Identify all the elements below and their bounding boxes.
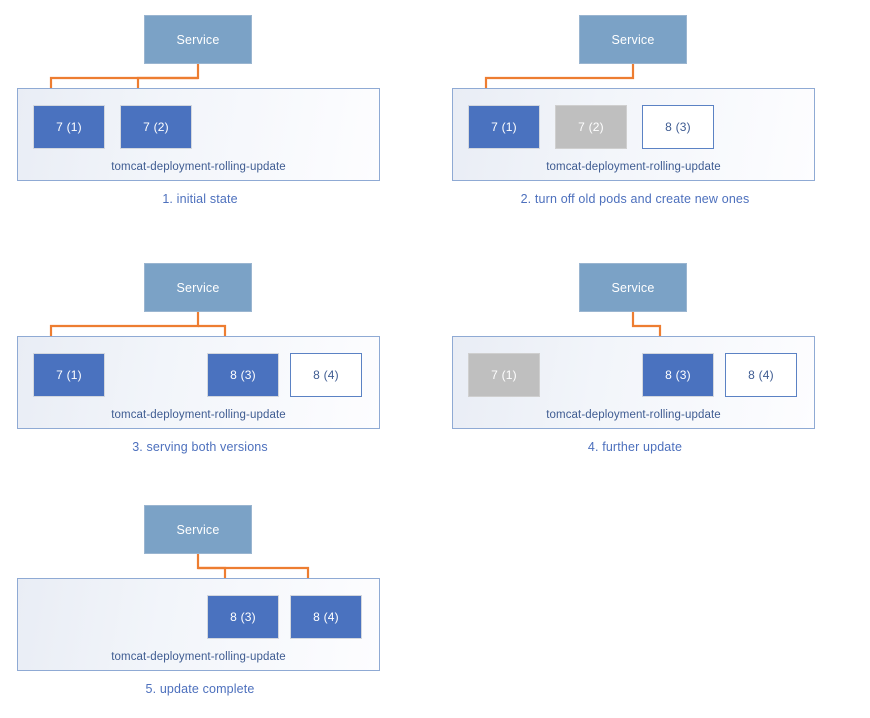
pod-label: 8 (4) [748, 368, 774, 382]
pod-label: 8 (3) [665, 368, 691, 382]
panel-caption: 4. further update [587, 440, 683, 454]
panel-turn-off-old-pods: Service 7 (1) 7 (2) 8 (3) tomcat-deploym… [435, 0, 835, 220]
pod-box[interactable]: 8 (4) [290, 595, 362, 639]
pod-label: 7 (2) [578, 120, 604, 134]
deployment-container[interactable]: 7 (1) 7 (2) 8 (3) tomcat-deployment-roll… [452, 88, 815, 181]
deployment-name-label: tomcat-deployment-rolling-update [111, 161, 286, 173]
deployment-name-label: tomcat-deployment-rolling-update [111, 409, 286, 421]
pod-box[interactable]: 8 (3) [207, 353, 279, 397]
pod-box[interactable]: 7 (1) [468, 105, 540, 149]
service-label: Service [176, 32, 220, 47]
service-label: Service [176, 280, 220, 295]
service-box[interactable]: Service [144, 15, 252, 64]
service-box[interactable]: Service [579, 263, 687, 312]
deployment-container[interactable]: 7 (1) 7 (2) tomcat-deployment-rolling-up… [17, 88, 380, 181]
panel-initial-state: Service 7 (1) 7 (2) tomcat-deployment-ro… [0, 0, 400, 220]
pod-box[interactable]: 8 (4) [290, 353, 362, 397]
pod-box[interactable]: 7 (1) [33, 353, 105, 397]
deployment-name-label: tomcat-deployment-rolling-update [111, 651, 286, 663]
pod-box[interactable]: 8 (3) [207, 595, 279, 639]
panel-caption: 1. initial state [162, 192, 238, 206]
pod-label: 8 (4) [313, 368, 339, 382]
service-label: Service [611, 32, 655, 47]
panel-caption: 5. update complete [145, 682, 255, 696]
pod-box[interactable]: 8 (3) [642, 105, 714, 149]
pod-box[interactable]: 8 (4) [725, 353, 797, 397]
pod-label: 8 (3) [230, 368, 256, 382]
pod-box[interactable]: 8 (3) [642, 353, 714, 397]
service-box[interactable]: Service [579, 15, 687, 64]
deployment-container[interactable]: 7 (1) 8 (3) 8 (4) tomcat-deployment-roll… [452, 336, 815, 429]
service-label: Service [176, 522, 220, 537]
pod-label: 8 (4) [313, 610, 339, 624]
pod-box[interactable]: 7 (1) [468, 353, 540, 397]
panel-update-complete: Service 8 (3) 8 (4) tomcat-deployment-ro… [0, 490, 400, 710]
service-box[interactable]: Service [144, 505, 252, 554]
panel-further-update: Service 7 (1) 8 (3) 8 (4) tomcat-deploym… [435, 248, 835, 468]
deployment-container[interactable]: 8 (3) 8 (4) tomcat-deployment-rolling-up… [17, 578, 380, 671]
pod-box[interactable]: 7 (2) [555, 105, 627, 149]
pod-label: 7 (1) [491, 368, 517, 382]
pod-label: 7 (1) [56, 120, 82, 134]
pod-box[interactable]: 7 (1) [33, 105, 105, 149]
deployment-name-label: tomcat-deployment-rolling-update [546, 161, 721, 173]
pod-box[interactable]: 7 (2) [120, 105, 192, 149]
pod-label: 7 (1) [491, 120, 517, 134]
pod-label: 8 (3) [230, 610, 256, 624]
pod-label: 7 (2) [143, 120, 169, 134]
service-label: Service [611, 280, 655, 295]
deployment-container[interactable]: 7 (1) 8 (3) 8 (4) tomcat-deployment-roll… [17, 336, 380, 429]
panel-caption: 2. turn off old pods and create new ones [520, 192, 750, 206]
panel-caption: 3. serving both versions [132, 440, 268, 454]
pod-label: 8 (3) [665, 120, 691, 134]
deployment-name-label: tomcat-deployment-rolling-update [546, 409, 721, 421]
pod-label: 7 (1) [56, 368, 82, 382]
service-box[interactable]: Service [144, 263, 252, 312]
panel-serving-both-versions: Service 7 (1) 8 (3) 8 (4) tomcat-deploym… [0, 248, 400, 468]
